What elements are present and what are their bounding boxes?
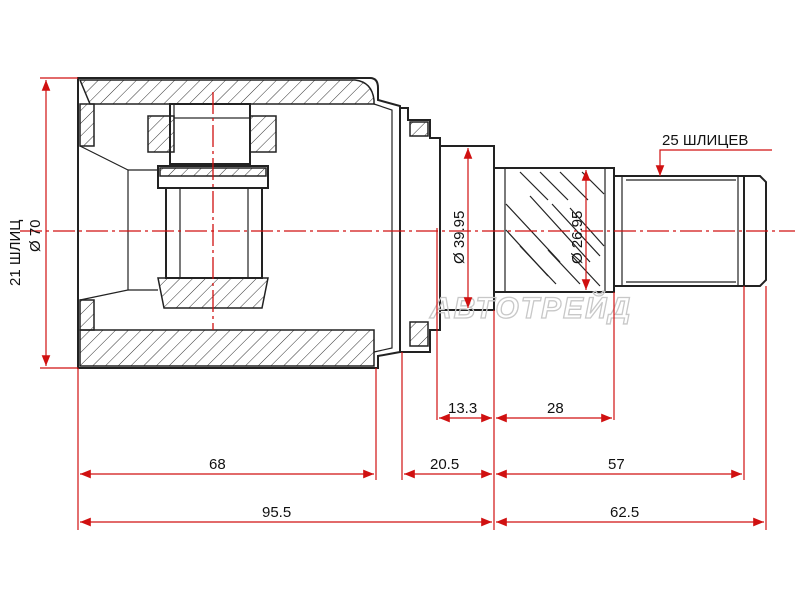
watermark: АВТОТРЕЙД [429, 290, 632, 325]
label-25-splines: 25 ШЛИЦЕВ [662, 132, 748, 149]
label-205: 20.5 [430, 456, 459, 473]
label-dia-39: Ø 39.95 [451, 211, 468, 264]
label-dia-70: Ø 70 [27, 219, 44, 252]
tripod-assembly [147, 92, 277, 330]
label-21-splines: 21 ШЛИЦ [7, 220, 24, 286]
label-625: 62.5 [610, 504, 639, 521]
leader-25-splines [655, 149, 772, 176]
label-dia-26: Ø 26.95 [569, 211, 586, 264]
label-57: 57 [608, 456, 625, 473]
label-955: 95.5 [262, 504, 291, 521]
extension-lines [40, 77, 767, 530]
label-28: 28 [547, 400, 564, 417]
label-68: 68 [209, 456, 226, 473]
splined-shaft [493, 167, 615, 293]
label-133: 13.3 [448, 400, 477, 417]
